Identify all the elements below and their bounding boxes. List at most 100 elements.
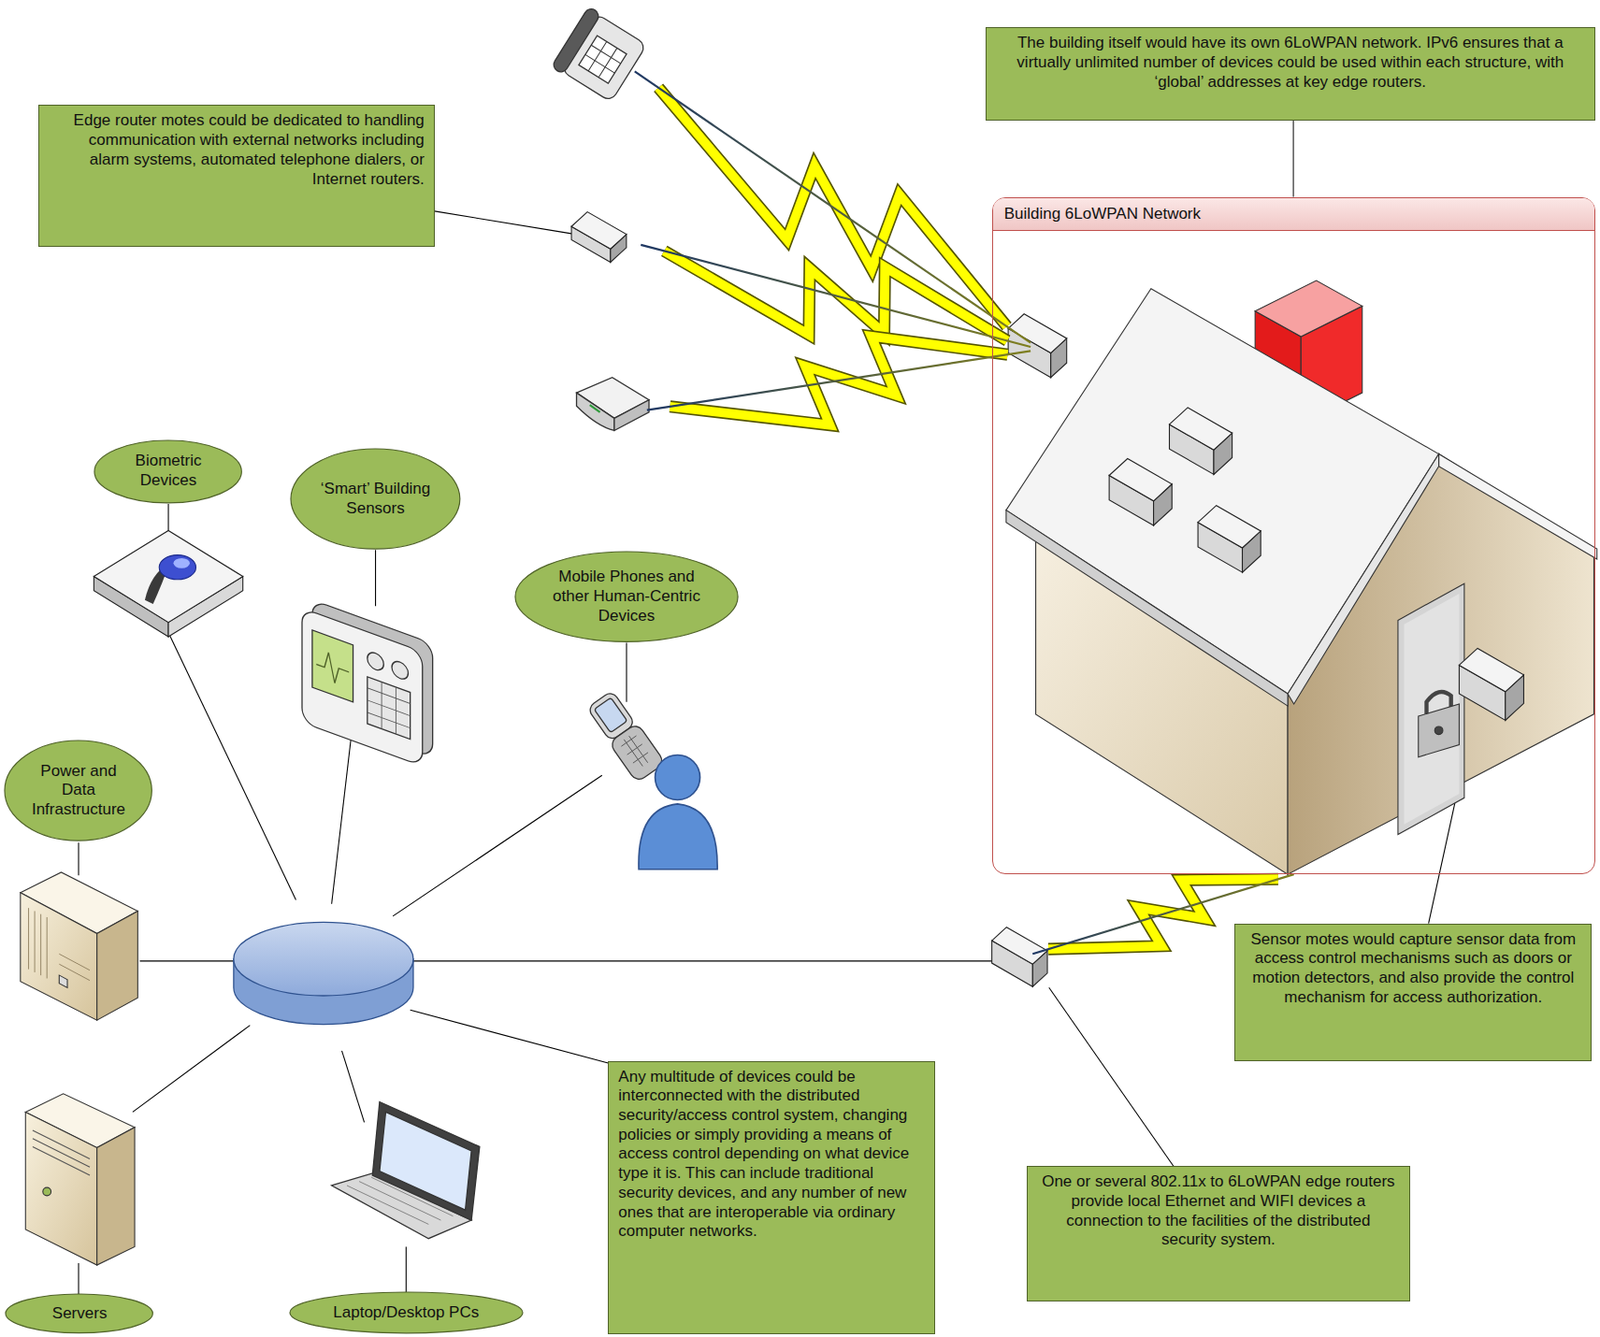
padlock-part xyxy=(1418,704,1460,758)
mote-box-part xyxy=(1169,407,1233,450)
mote-box xyxy=(1109,458,1172,525)
callout-text: Edge router motes could be dedicated to … xyxy=(48,111,424,189)
chimney-part xyxy=(1254,280,1363,337)
mobile-phone xyxy=(585,689,665,783)
smart-sensor-part-part xyxy=(302,607,423,766)
smart-sensor xyxy=(302,600,433,767)
modem-part xyxy=(590,404,601,413)
connector-wires-part xyxy=(1049,987,1174,1167)
callout-box: One or several 802.11x to 6LoWPAN edge r… xyxy=(1026,1166,1411,1302)
desk-telephone-part-part xyxy=(550,6,601,75)
modem-part xyxy=(576,392,615,431)
mote-box xyxy=(1008,314,1067,378)
smart-sensor-part-part xyxy=(367,677,411,740)
mote-box-part xyxy=(571,212,627,250)
mote-box xyxy=(992,927,1048,988)
mobile-phone-part xyxy=(585,689,665,783)
mote-box-part xyxy=(1109,458,1172,501)
wireless-bolt xyxy=(640,245,1031,347)
biometric-device-part xyxy=(93,530,243,622)
connector-wires-part xyxy=(77,842,79,876)
door-part xyxy=(1398,583,1465,835)
laptop xyxy=(331,1101,480,1239)
connector-wires-part xyxy=(342,1051,365,1123)
mote-box xyxy=(571,212,627,263)
modem-part xyxy=(614,400,649,432)
mote-box-part xyxy=(992,927,1048,966)
connector-wires-part xyxy=(410,1009,609,1064)
biometric-device xyxy=(93,530,243,636)
connector-wires-part xyxy=(168,504,170,534)
connector-wires-part xyxy=(625,642,627,702)
category-ellipse: Power and Data Infrastructure xyxy=(3,739,153,842)
biometric-device-part xyxy=(158,555,196,580)
desk-telephone xyxy=(550,6,648,104)
category-ellipse: Laptop/Desktop PCs xyxy=(288,1291,524,1335)
smart-sensor-part-part xyxy=(367,649,384,673)
hub-cylinder-part xyxy=(233,922,414,996)
ellipse-text-holder: Power and Data Infrastructure xyxy=(21,762,135,821)
modem xyxy=(576,377,649,432)
biometric-device-part xyxy=(173,558,190,569)
building xyxy=(1006,280,1598,875)
power-cabinet-part xyxy=(97,910,139,1021)
smart-sensor-part-part xyxy=(391,659,408,682)
padlock xyxy=(1418,691,1460,758)
server-tower-part xyxy=(43,1187,52,1197)
ellipse-label: Servers xyxy=(52,1304,108,1325)
laptop-part xyxy=(372,1101,480,1221)
ellipse-label: Mobile Phones and other Human-Centric De… xyxy=(547,567,707,626)
server-tower-part xyxy=(97,1127,135,1266)
server-tower-part xyxy=(32,1130,90,1176)
connector-wires-part xyxy=(413,960,995,962)
building-part xyxy=(1439,454,1598,560)
power-cabinet-part xyxy=(20,893,98,1021)
callout-box: The building itself would have its own 6… xyxy=(985,27,1595,120)
network-title: Building 6LoWPAN Network xyxy=(993,198,1595,232)
mote-box xyxy=(1169,407,1233,475)
ellipse-text-holder: Mobile Phones and other Human-Centric De… xyxy=(547,567,707,626)
wireless-bolt-part xyxy=(640,245,1031,347)
smart-sensor-part-part xyxy=(316,648,349,689)
ellipse-outline xyxy=(290,448,461,549)
ellipse-text-holder: Biometric Devices xyxy=(111,451,225,491)
category-ellipse: Mobile Phones and other Human-Centric De… xyxy=(514,550,739,643)
connector-wires-part xyxy=(392,775,603,917)
server-tower-part xyxy=(25,1111,97,1266)
ellipse-label: Laptop/Desktop PCs xyxy=(332,1303,479,1324)
connector-wires-part xyxy=(331,729,353,905)
callout-text: Sensor motes would capture sensor data f… xyxy=(1244,930,1582,1009)
ellipse-outline xyxy=(515,551,738,642)
power-cabinet-part xyxy=(58,953,90,981)
ellipse-label: ‘Smart’ Building Sensors xyxy=(318,479,433,519)
building-part xyxy=(1006,288,1440,694)
network-boundary: Building 6LoWPAN Network xyxy=(992,197,1596,876)
ellipse-outline xyxy=(5,1294,153,1334)
ellipse-text-holder: ‘Smart’ Building Sensors xyxy=(318,479,433,519)
connector-wires-part xyxy=(374,549,376,606)
hub-cylinder xyxy=(233,922,414,1024)
ellipse-outline xyxy=(94,440,242,504)
wireless-bolt xyxy=(647,336,1031,426)
callout-text: The building itself would have its own 6… xyxy=(995,33,1585,92)
mobile-phone-part-part xyxy=(619,732,653,770)
connector-line xyxy=(1293,120,1295,198)
wireless-bolt xyxy=(634,71,1031,343)
padlock-part xyxy=(1434,726,1443,736)
illustration-part xyxy=(20,6,1598,1297)
ellipse-label: Power and Data Infrastructure xyxy=(21,762,135,821)
wireless-bolt-part xyxy=(647,350,1031,410)
mobile-phone-part-part xyxy=(593,697,627,734)
mote-box xyxy=(1197,505,1261,573)
ellipse-text-holder: Servers xyxy=(52,1304,108,1325)
connector-wires-part xyxy=(132,1025,250,1113)
connector-wires-part xyxy=(77,1263,79,1297)
mote-box xyxy=(1458,648,1524,721)
connector-wires-part xyxy=(405,1246,407,1293)
callout-box: Sensor motes would capture sensor data f… xyxy=(1234,923,1592,1062)
ellipse-text-holder: Laptop/Desktop PCs xyxy=(332,1303,479,1324)
laptop-part xyxy=(379,1111,472,1211)
callout-box: Edge router motes could be dedicated to … xyxy=(38,104,434,247)
connector-wires xyxy=(78,211,1470,1297)
